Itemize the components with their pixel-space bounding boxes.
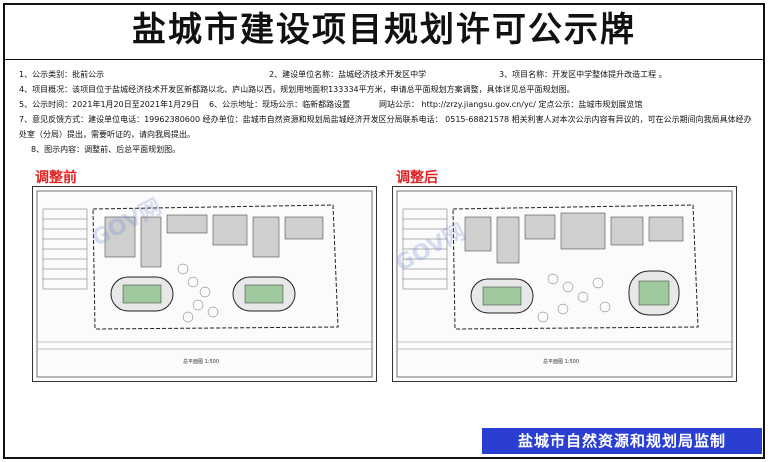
board-title: 盐城市建设项目规划许可公示牌 <box>132 10 636 50</box>
notice-website: 网站公示： http://zrzy.jiangsu.gov.cn/yc/ 定点公… <box>379 100 643 109</box>
title-divider <box>5 59 763 60</box>
plan-caption-before: 总平面图 1:500 <box>183 358 219 365</box>
info-row-4: 7、意见反馈方式：建设单位电话：19962380600 经办单位：盐城市自然资源… <box>19 115 752 139</box>
applicant-name: 2、建设单位名称：盐城经济技术开发区中学 <box>269 70 427 79</box>
notice-period: 5、公示时间：2021年1月20日至2021年1月29日 <box>19 100 200 109</box>
project-name: 3、项目名称：开发区中学整体提升改造工程 。 <box>499 70 667 79</box>
plan-caption-after: 总平面图 1:500 <box>543 358 579 365</box>
info-row-3: 5、公示时间：2021年1月20日至2021年1月29日 6、公示地址：现场公示：… <box>19 97 757 112</box>
info-row-5: 8、图示内容：调整前、后总平面规划图。 <box>31 145 181 154</box>
info-row-1: 1、公示类别：批前公示 2、建设单位名称：盐城经济技术开发区中学 3、项目名称：开发… <box>19 67 757 82</box>
site-plan-after: 总平面图 1:500 <box>392 186 737 382</box>
label-before: 调整前 <box>35 170 77 186</box>
site-plan-before-drawing: 总平面图 1:500 <box>36 190 373 378</box>
notice-address: 6、公示地址：现场公示：临新都路设置 <box>209 100 351 109</box>
notice-category: 1、公示类别：批前公示 <box>19 70 105 79</box>
site-plan-after-drawing: 总平面图 1:500 <box>396 190 733 378</box>
site-plan-before: 总平面图 1:500 <box>32 186 377 382</box>
supervise-banner: 盐城市自然资源和规划局监制 <box>482 428 762 454</box>
info-row-2: 4、项目概况：该项目位于盐城经济技术开发区新都路以北、庐山路以西，规划用地面积1… <box>19 85 575 94</box>
label-after: 调整后 <box>396 170 438 186</box>
notice-info: 1、公示类别：批前公示 2、建设单位名称：盐城经济技术开发区中学 3、项目名称：开发… <box>19 67 757 157</box>
